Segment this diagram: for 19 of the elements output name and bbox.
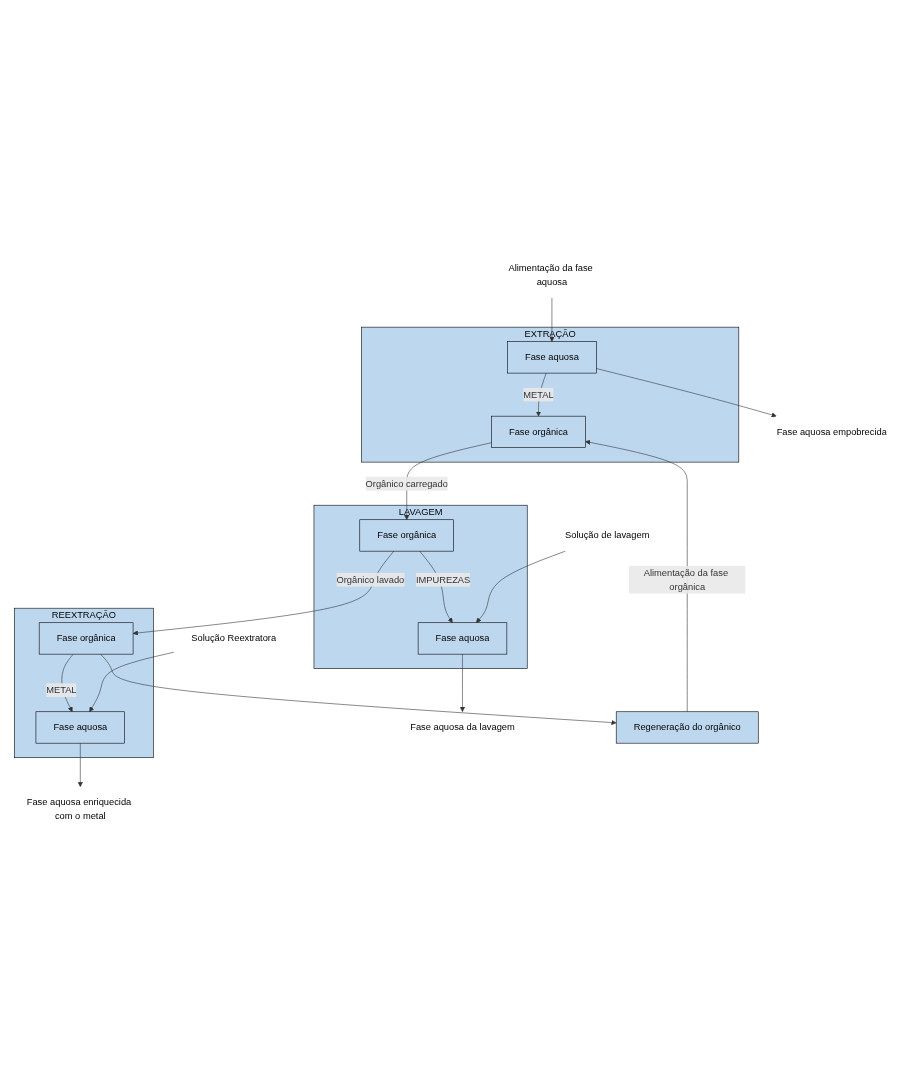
node-box: Fase aquosa: [417, 622, 508, 654]
node-text: Solução Reextratora: [191, 632, 277, 643]
node-box: Regeneração do orgânico: [615, 711, 759, 744]
node-text: Fase aquosa da lavagem: [410, 721, 515, 732]
node-text: Solução de lavagem: [565, 529, 650, 540]
edge-label: METAL: [46, 684, 77, 695]
edge-label: Alimentação da fase orgânica: [643, 567, 729, 591]
edge-label: Orgânico carregado: [365, 477, 448, 488]
edge-label: Orgânico lavado: [336, 574, 405, 584]
node-text: Fase aquosa empobrecida: [776, 426, 887, 437]
edge-label: METAL: [523, 388, 554, 399]
edge-label: IMPUREZAS: [415, 574, 471, 584]
node-box: Fase orgânica: [38, 622, 134, 654]
node-text: Alimentação da fase aquosa: [508, 262, 593, 287]
node-box: Fase aquosa: [507, 340, 597, 373]
node-box: Fase aquosa: [35, 711, 125, 744]
node-box: Fase orgânica: [359, 519, 454, 551]
node-box: Fase orgânica: [491, 415, 586, 448]
node-text: Fase aquosa enriquecida com o metal: [26, 796, 132, 821]
